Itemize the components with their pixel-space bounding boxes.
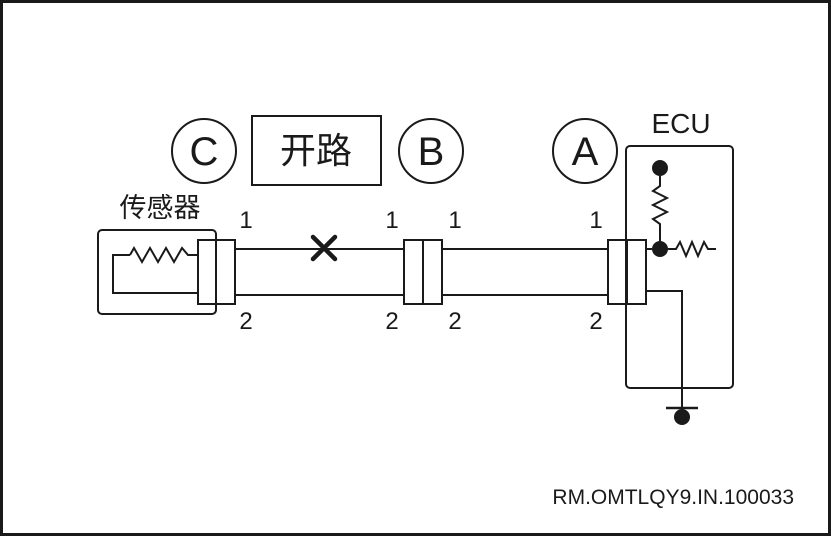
pin-c-1: 1 — [239, 207, 252, 234]
pin-b-left-2: 2 — [385, 308, 398, 335]
pin-c-2: 2 — [239, 308, 252, 335]
ecu-label: ECU — [651, 108, 710, 139]
connector-a-badge — [552, 118, 618, 184]
connector-c-badge — [171, 118, 237, 184]
connector-b-badge — [398, 118, 464, 184]
ecu-signal-resistor-icon — [668, 239, 716, 259]
sensor-resistor-icon — [129, 245, 198, 265]
connector-a-label: A — [572, 130, 599, 174]
open-circuit-label: 开路 — [280, 131, 352, 172]
pin-b-right-1: 1 — [448, 207, 461, 234]
ground-terminal-icon — [674, 409, 690, 425]
reference-code: RM.OMTLQY9.IN.100033 — [552, 486, 794, 509]
open-circuit-box — [251, 115, 382, 186]
pin-b-left-1: 1 — [385, 207, 398, 234]
ecu-signal-node-icon — [652, 241, 668, 257]
open-circuit-x-icon — [310, 234, 338, 262]
ecu-ground-wire — [646, 290, 683, 410]
sensor-loop-wire — [112, 254, 198, 294]
ecu-box — [625, 145, 734, 389]
ecu-pullup-resistor-icon — [650, 176, 670, 241]
pin-b-right-2: 2 — [448, 308, 461, 335]
pin-a-2: 2 — [589, 308, 602, 335]
connector-c-label: C — [190, 130, 219, 174]
pin-a-1: 1 — [589, 207, 602, 234]
sensor-label: 传感器 — [120, 193, 201, 224]
connector-b-label: B — [418, 130, 445, 174]
ecu-supply-terminal-icon — [652, 160, 668, 176]
